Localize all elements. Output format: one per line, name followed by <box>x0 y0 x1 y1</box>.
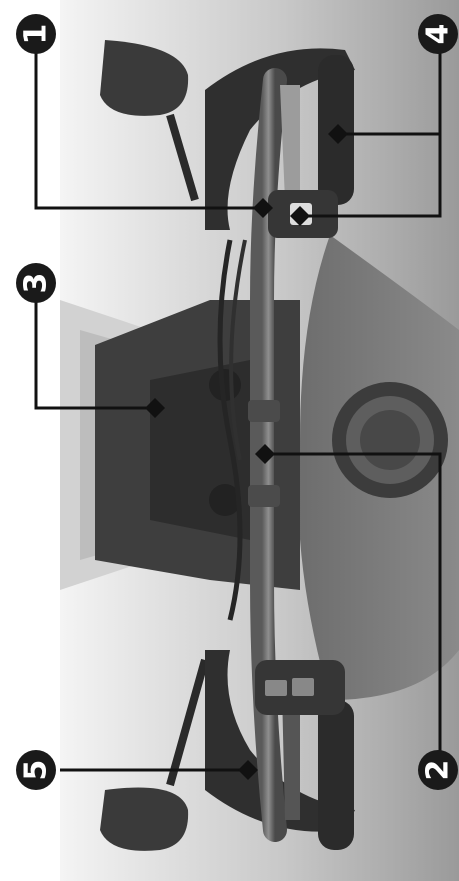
callout-4-label: 4 <box>420 23 455 45</box>
left-mirror <box>100 40 189 116</box>
left-handguard <box>205 48 355 230</box>
bar-clamp-lower <box>248 485 280 507</box>
callout-5: 5 <box>16 750 56 790</box>
callout-3: 3 <box>16 263 56 303</box>
right-mirror <box>100 787 189 851</box>
leader-lines <box>34 46 442 772</box>
leader-3 <box>34 283 150 410</box>
callout-1: 1 <box>16 14 56 54</box>
clutch-lever <box>280 85 300 200</box>
callout-2: 2 <box>418 750 458 790</box>
callout-2-label: 2 <box>420 759 455 781</box>
right-handguard <box>205 650 355 832</box>
brake-lever <box>282 690 300 820</box>
bar-clamp-upper <box>248 400 280 422</box>
callout-4: 4 <box>418 14 458 54</box>
callout-3-label: 3 <box>18 272 53 294</box>
leader-2 <box>265 452 442 772</box>
leader-4b <box>300 134 442 218</box>
leader-1 <box>34 46 263 210</box>
callout-5-label: 5 <box>18 759 53 781</box>
handlebar <box>250 68 287 842</box>
right-grip <box>318 700 354 850</box>
callout-1-label: 1 <box>18 23 53 45</box>
leader-pointers <box>145 124 348 780</box>
